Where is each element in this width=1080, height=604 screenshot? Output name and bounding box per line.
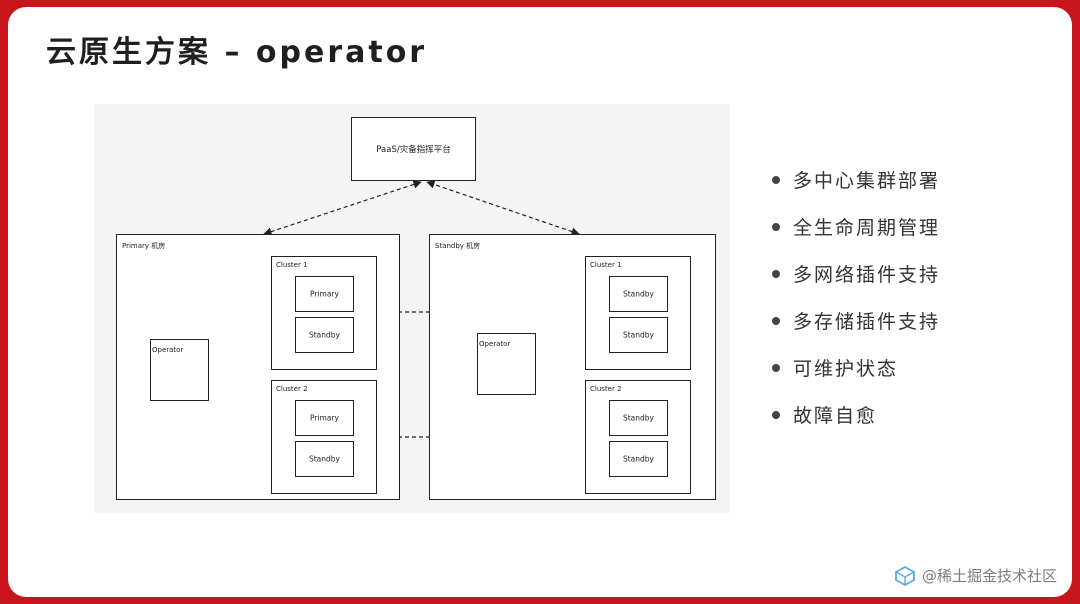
watermark: @稀土掘金技术社区	[894, 565, 1057, 586]
db-node: Standby	[609, 317, 668, 353]
watermark-text: @稀土掘金技术社区	[922, 567, 1058, 585]
platform-label: PaaS/灾备指挥平台	[376, 145, 451, 155]
db-node: Standby	[609, 400, 668, 436]
primary-cluster1: Cluster 1 Primary Standby	[271, 256, 377, 370]
standby-room: Standby 机房 Operator Cluster 1 Standby St…	[429, 234, 716, 500]
architecture-diagram: PaaS/灾备指挥平台 Primary 机房 Operator Cluster …	[94, 104, 730, 513]
db-node-label: Standby	[308, 454, 340, 464]
db-node: Primary	[295, 400, 354, 436]
cluster-label: Cluster 1	[590, 261, 622, 269]
standby-operator-box: Operator	[477, 333, 536, 395]
feature-text: 多网络插件支持	[793, 264, 941, 286]
db-node-label: Standby	[622, 454, 654, 464]
bullet-dot-icon	[772, 175, 780, 184]
standby-cluster2: Cluster 2 Standby Standby	[585, 380, 691, 494]
platform-primary-link	[263, 180, 422, 236]
platform-standby-link	[426, 180, 580, 236]
db-node-label: Standby	[622, 413, 654, 423]
cube-logo-icon	[895, 565, 915, 586]
feature-text: 故障自愈	[793, 405, 878, 427]
bullet-dot-icon	[772, 316, 780, 325]
db-node: Primary	[295, 276, 354, 312]
feature-item: 多存储插件支持	[772, 297, 940, 344]
cluster-label: Cluster 2	[276, 385, 308, 393]
cluster-label: Cluster 1	[276, 261, 308, 269]
feature-item: 可维护状态	[772, 344, 940, 391]
db-node: Standby	[295, 441, 354, 477]
standby-room-label: Standby 机房	[435, 242, 481, 250]
feature-item: 故障自愈	[772, 391, 940, 438]
feature-list: 多中心集群部署 全生命周期管理 多网络插件支持 多存储插件支持 可维护状态 故障…	[772, 156, 940, 438]
feature-item: 多网络插件支持	[772, 250, 940, 297]
primary-room: Primary 机房 Operator Cluster 1 Primary St…	[116, 234, 400, 500]
primary-operator-box: Operator	[150, 339, 209, 401]
db-node-label: Standby	[308, 330, 340, 340]
standby-cluster1: Cluster 1 Standby Standby	[585, 256, 691, 370]
db-node: Standby	[295, 317, 354, 353]
bullet-dot-icon	[772, 410, 780, 419]
cluster-label: Cluster 2	[590, 385, 622, 393]
bullet-dot-icon	[772, 269, 780, 278]
feature-item: 多中心集群部署	[772, 156, 940, 203]
slide-title: 云原生方案 – operator	[46, 35, 428, 70]
slide: 云原生方案 – operator PaaS/灾备指挥平台	[8, 7, 1072, 597]
standby-operator-label: Operator	[479, 340, 511, 348]
platform-box: PaaS/灾备指挥平台	[351, 117, 476, 181]
bullet-dot-icon	[772, 363, 780, 372]
feature-item: 全生命周期管理	[772, 203, 940, 250]
feature-text: 多中心集群部署	[793, 170, 941, 192]
db-node-label: Primary	[310, 413, 339, 423]
feature-text: 多存储插件支持	[793, 311, 941, 333]
primary-operator-label: Operator	[152, 346, 184, 354]
db-node-label: Standby	[622, 289, 654, 299]
db-node-label: Standby	[622, 330, 654, 340]
db-node: Standby	[609, 441, 668, 477]
bullet-dot-icon	[772, 222, 780, 231]
db-node: Standby	[609, 276, 668, 312]
feature-text: 全生命周期管理	[793, 217, 941, 239]
primary-cluster2: Cluster 2 Primary Standby	[271, 380, 377, 494]
db-node-label: Primary	[310, 289, 339, 299]
feature-text: 可维护状态	[793, 358, 899, 380]
primary-room-label: Primary 机房	[122, 242, 166, 250]
